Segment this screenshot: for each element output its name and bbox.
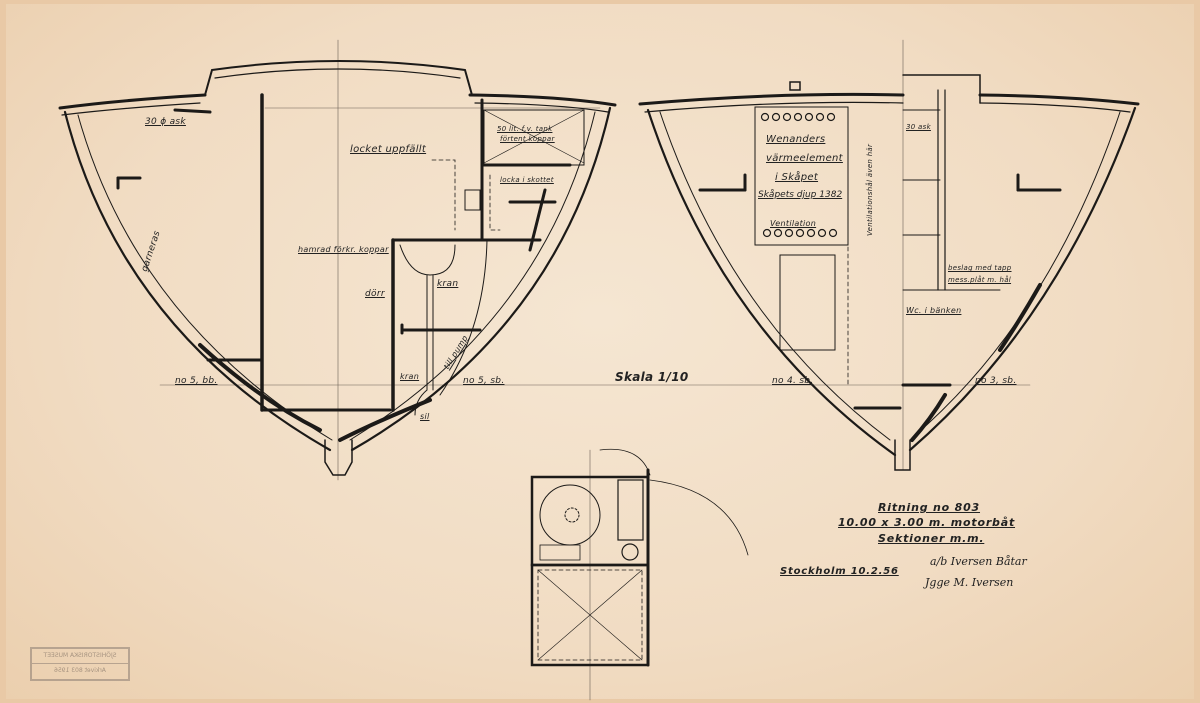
label-locket: locket uppfällt [350,144,427,155]
signature-name: Jgge M. Iversen [925,576,1014,589]
label-ventilation: Ventilation [770,219,817,228]
construction-lines [159,39,1031,701]
label-ask-right: 30 ask [906,123,931,131]
label-tank-2: förtent koppar [500,135,555,143]
left-hull-section [58,60,617,476]
label-locka: locka i skottet [500,176,554,184]
label-i-skapet: i Skåpet [775,172,819,183]
drawing-subject: Sektioner m.m. [878,532,985,545]
label-skapets-djup: Skåpets djup 1382 [758,190,843,200]
toilet-plan-view [530,448,749,667]
archive-stamp: SJÖHISTORISKA MUSEET Arkivet 803 1956 [30,647,130,681]
label-sil: sil [420,412,430,421]
stamp-line-1: SJÖHISTORISKA MUSEET [32,649,128,664]
label-beslag-2: mess.plåt m. hål [948,276,1012,284]
label-no4-sb: no 4. sb. [772,376,814,386]
drawing-sheet [6,4,1194,699]
label-tank-1: 50 lit. f.v. tank [497,125,553,133]
label-wc: Wc. i bänken [906,306,962,315]
label-dorr: dörr [365,289,385,299]
place-date: Stockholm 10.2.56 [780,566,899,577]
drawing-number: Ritning no 803 [878,501,981,514]
boat-dimensions: 10.00 x 3.00 m. motorbåt [838,516,1016,529]
label-hamrad: hamrad förkr. koppar [298,245,389,254]
label-varmeelement: värmeelement [766,153,843,164]
label-wenanders: Wenanders [766,134,826,145]
label-no3-sb: no 3, sb. [975,376,1017,386]
label-no5-sb: no 5, sb. [463,376,505,386]
label-no5-bb: no 5, bb. [175,376,218,386]
label-skala: Skala 1/10 [615,370,689,384]
right-hull-section [638,74,1140,471]
label-beslag-1: beslag med tapp [948,264,1012,272]
stamp-line-2: Arkivet 803 1956 [54,667,106,674]
label-kran-1: kran [437,279,459,289]
label-ventilationshal: Ventilationshål även här [866,143,874,236]
label-ask-30: 30 ϕ ask [145,117,186,127]
signature-company: a/b Iversen Båtar [930,555,1027,568]
label-kran-2: kran [400,372,420,381]
